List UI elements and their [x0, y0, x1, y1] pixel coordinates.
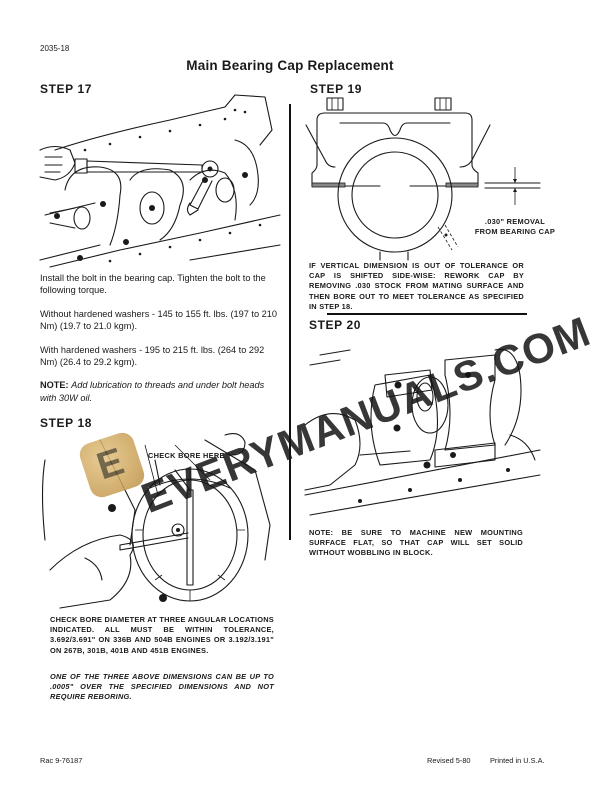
- step-18-heading: STEP 18: [40, 416, 93, 430]
- column-divider: [289, 104, 291, 540]
- step-20-illustration: [304, 348, 541, 516]
- step-17-note: NOTE: Add lubrication to threads and und…: [40, 379, 280, 404]
- note-label: NOTE:: [40, 380, 69, 391]
- step-18-illustration: [41, 433, 271, 609]
- step-20-note: NOTE: BE SURE TO MACHINE NEW MOUNTING SU…: [309, 528, 523, 558]
- removal-callout: .030" REMOVAL FROM BEARING CAP: [472, 217, 558, 236]
- watermark-logo-letter: E: [91, 440, 129, 489]
- step-19-rule: [327, 313, 527, 315]
- step-17-paragraph-1: Install the bolt in the bearing cap. Tig…: [40, 273, 266, 296]
- footer-document-id: Rac 9-76187: [40, 756, 83, 765]
- removal-callout-line-2: FROM BEARING CAP: [474, 226, 556, 236]
- step-19-heading: STEP 19: [310, 82, 363, 96]
- page-title: Main Bearing Cap Replacement: [186, 58, 394, 73]
- step-20-heading: STEP 20: [309, 318, 362, 332]
- page-number: 2035-18: [40, 44, 70, 53]
- step-19-instruction: IF VERTICAL DIMENSION IS OUT OF TOLERANC…: [309, 261, 524, 311]
- step-17-illustration: [39, 94, 281, 268]
- footer-printed: Printed in U.S.A.: [490, 756, 545, 765]
- step-17-body: Install the bolt in the bearing cap. Tig…: [40, 272, 280, 415]
- check-bore-callout: CHECK BORE HERE: [148, 451, 225, 460]
- note-text: Add lubrication to threads and under bol…: [40, 380, 265, 403]
- step-18-instruction: CHECK BORE DIAMETER AT THREE ANGULAR LOC…: [50, 615, 274, 655]
- removal-callout-line-1: .030" REMOVAL: [484, 217, 546, 226]
- step-18-note: ONE OF THE THREE ABOVE DIMENSIONS CAN BE…: [50, 672, 274, 702]
- step-17-paragraph-3: With hardened washers - 195 to 215 ft. l…: [40, 344, 265, 368]
- step-17-heading: STEP 17: [40, 82, 93, 96]
- step-19-illustration: [305, 97, 541, 261]
- footer-revised: Revised 5-80: [427, 756, 471, 765]
- step-17-paragraph-2: Without hardened washers - 145 to 155 ft…: [40, 308, 277, 332]
